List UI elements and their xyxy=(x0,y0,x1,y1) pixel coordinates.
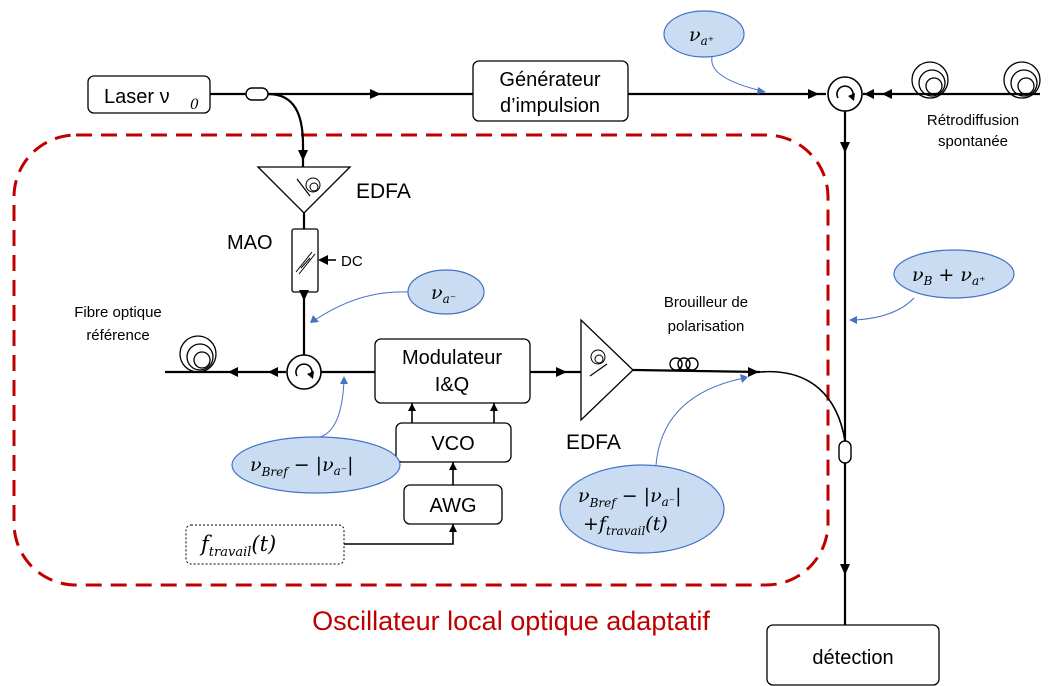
arrow-bidir-left xyxy=(864,89,874,99)
pointer-sum xyxy=(655,377,745,466)
ftravail-label: ftravail(t) xyxy=(199,532,276,560)
arrow-bidir-ref-right xyxy=(268,367,278,377)
reference-fibre-label-line1: Fibre optique xyxy=(74,304,162,321)
fibre-spool-2-icon xyxy=(1003,61,1041,99)
arrow-mao-down xyxy=(299,290,309,301)
scrambler-label-line2: polarisation xyxy=(668,318,745,335)
reference-fibre-spool-icon xyxy=(179,335,217,373)
pointer-vb-plus-va xyxy=(853,297,915,321)
edfa-bottom-amplifier xyxy=(580,318,634,422)
edfa-bottom-spool-icon xyxy=(589,349,608,377)
edfa-top-amplifier xyxy=(256,166,352,214)
wire-ftravail-awg xyxy=(344,524,454,545)
detection-label: détection xyxy=(812,647,893,669)
arrow-vco-q xyxy=(490,403,498,411)
pointer-sum-head xyxy=(740,374,748,383)
arrow-awg-vco xyxy=(449,462,457,470)
arrow-bidir-right xyxy=(882,89,892,99)
mao-crystal-icon xyxy=(295,251,316,275)
bubble-va-plus-text: νa⁺ xyxy=(689,24,714,48)
backscatter-label-line2: spontanée xyxy=(938,133,1008,150)
polarization-scrambler-icon xyxy=(669,357,699,371)
circulator-bottom xyxy=(286,354,322,390)
pointer-va-minus xyxy=(314,291,409,321)
scrambler-label-line1: Brouilleur de xyxy=(664,294,748,311)
arrow-vco-i xyxy=(408,403,416,411)
arrow-down-1 xyxy=(840,142,850,153)
bubble-vb-plus-va-text: νB + νa⁺ xyxy=(912,264,985,288)
pulse-generator-line1: Générateur xyxy=(499,69,601,91)
backscatter-label-line1: Rétrodiffusion xyxy=(927,112,1019,129)
bubble-va-plus xyxy=(663,10,745,58)
bubble-sum-line1: νBref − |νa⁻| xyxy=(578,485,682,510)
arrow-bidir-ref-left xyxy=(228,367,238,377)
circulator-top-arrowhead xyxy=(848,93,855,101)
laser-box xyxy=(87,75,211,114)
edfa-top-spool-icon xyxy=(296,177,321,197)
edfa-top-label: EDFA xyxy=(356,180,411,203)
pointer-va-plus xyxy=(711,56,763,92)
arrow-to-pulsegen xyxy=(370,89,381,99)
arrow-to-edfa-top xyxy=(298,150,308,161)
bubble-vb-plus-va xyxy=(893,249,1015,299)
ftravail-box xyxy=(185,524,345,565)
wire-scrambler-to-coupler xyxy=(759,370,846,442)
detection-box xyxy=(766,624,940,686)
bubble-sum xyxy=(559,464,725,554)
adaptive-lo-frame xyxy=(12,133,830,587)
diagram-title: Oscillateur local optique adaptatif xyxy=(312,606,710,636)
dc-arrow xyxy=(318,255,328,265)
circulator-top xyxy=(827,76,863,112)
dc-label: DC xyxy=(341,253,363,270)
circulator-bottom-arrowhead xyxy=(307,371,314,379)
coupler-right xyxy=(838,440,852,464)
bubble-vbref-minus-va-text: νBref − |νa⁻| xyxy=(250,454,354,479)
edfa-bottom-label: EDFA xyxy=(566,431,621,454)
awg-label: AWG xyxy=(429,495,476,517)
pointer-vbref-minus-va-head xyxy=(340,376,348,384)
iq-modulator-line1: Modulateur xyxy=(402,347,502,369)
vco-label: VCO xyxy=(431,433,474,455)
pointer-va-minus-head xyxy=(310,315,319,323)
pointer-vb-plus-va-head xyxy=(849,316,857,324)
arrow-down-2 xyxy=(840,564,850,575)
iq-modulator-line2: I&Q xyxy=(435,374,469,396)
pointer-vbref-minus-va xyxy=(319,379,345,438)
laser-subscript: 0 xyxy=(190,97,199,113)
bubble-vbref-minus-va xyxy=(231,436,401,494)
bubble-va-minus-text: νa⁻ xyxy=(431,282,456,306)
laser-label: Laser ν xyxy=(104,86,170,108)
arrow-to-scrambler xyxy=(748,367,759,377)
wire-edfa-scrambler xyxy=(632,368,761,374)
arrow-to-edfa-bottom xyxy=(556,367,567,377)
pointer-va-plus-head xyxy=(757,87,766,94)
fibre-spool-1-icon xyxy=(911,61,949,99)
mao-label: MAO xyxy=(227,232,273,254)
arrow-to-circulator xyxy=(808,89,819,99)
bubble-sum-line2: +ftravail(t) xyxy=(583,513,668,538)
pulse-generator-box xyxy=(472,60,629,122)
pulse-generator-line2: d’impulsion xyxy=(500,95,600,117)
arrow-ftravail-awg xyxy=(449,524,457,532)
wire-coupler-to-edfa xyxy=(267,92,305,170)
coupler-top xyxy=(245,87,269,101)
reference-fibre-label-line2: référence xyxy=(86,327,149,344)
